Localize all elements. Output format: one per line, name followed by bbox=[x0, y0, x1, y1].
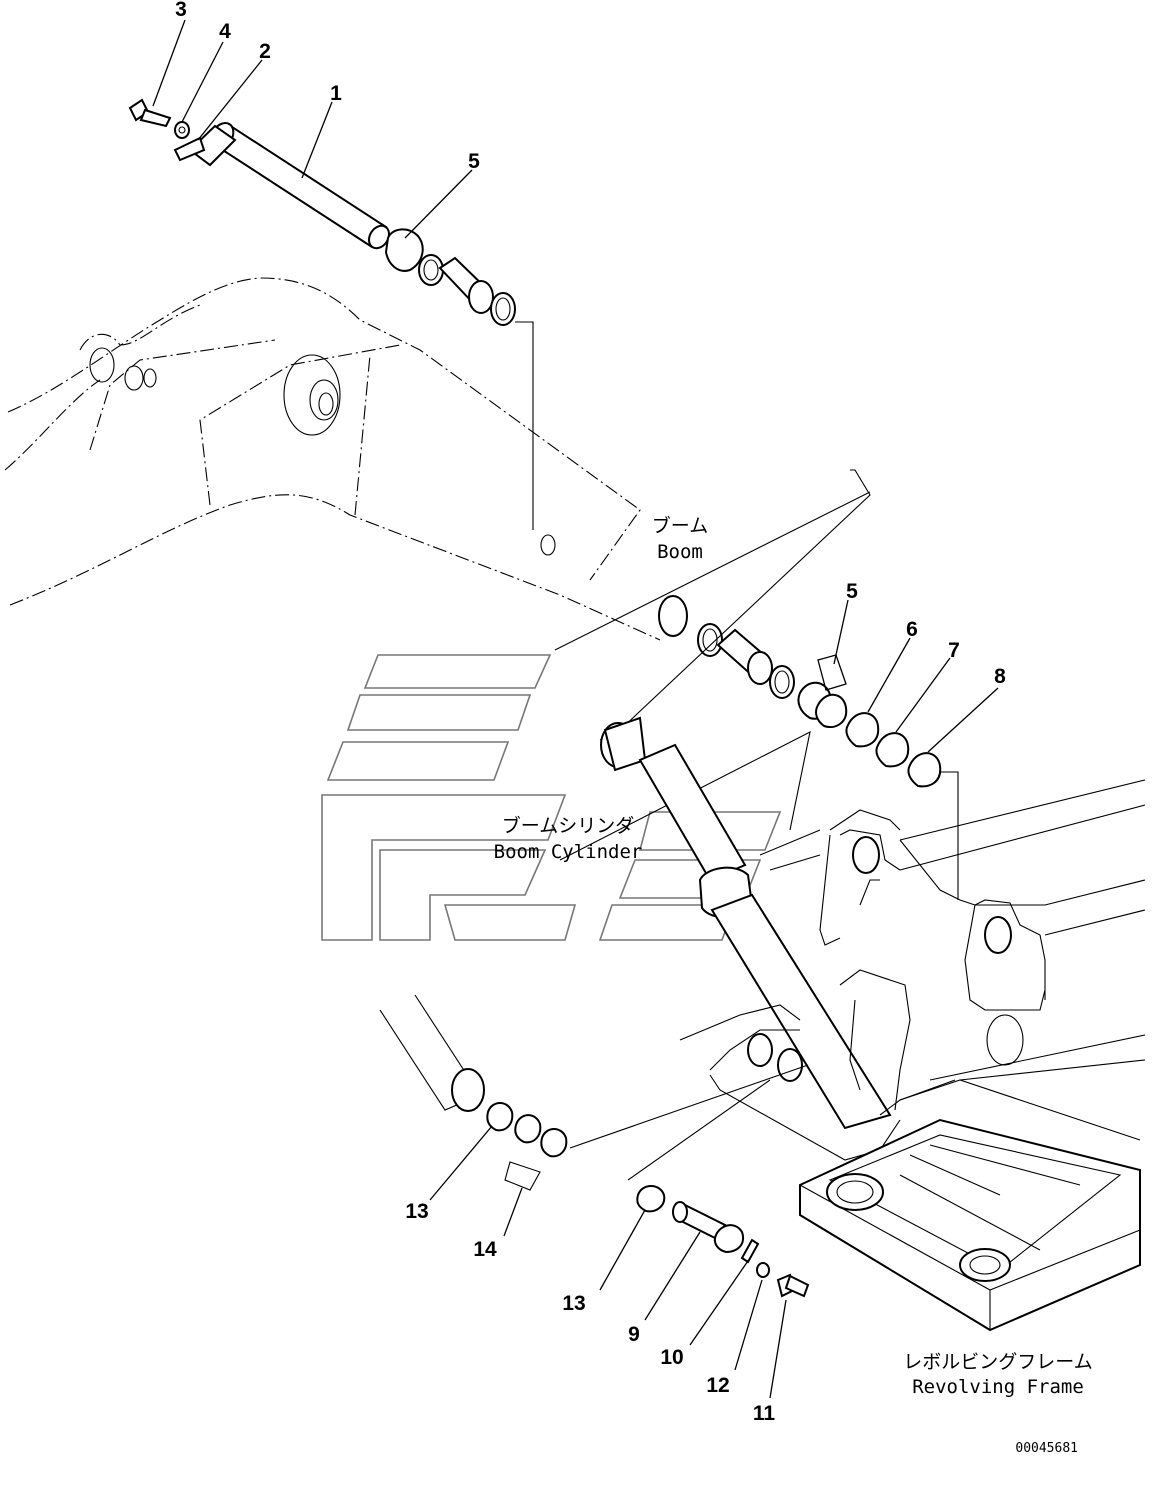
boom-label-en: Boom bbox=[657, 541, 703, 563]
callout-7: 7 bbox=[948, 639, 960, 662]
boom-outline bbox=[4, 277, 661, 641]
revolving-frame-label-jp: レボルビングフレーム bbox=[903, 1351, 1092, 1373]
document-id: 00045681 bbox=[1015, 1441, 1078, 1456]
boom-cylinder bbox=[379, 469, 892, 1130]
callout-11: 11 bbox=[753, 1402, 776, 1425]
upper-bushing-set bbox=[384, 228, 556, 556]
callout-13: 13 bbox=[405, 1200, 428, 1223]
boom-cylinder-label-jp: ブームシリンダ bbox=[502, 814, 634, 837]
callout-9: 9 bbox=[628, 1323, 640, 1346]
callout-14: 14 bbox=[473, 1238, 497, 1261]
callout-4: 4 bbox=[219, 20, 231, 43]
callout-12: 12 bbox=[706, 1374, 729, 1397]
revolving-frame bbox=[679, 779, 1146, 1332]
watermark-logo bbox=[321, 654, 782, 941]
callout-5: 5 bbox=[846, 580, 858, 603]
lower-washers bbox=[486, 1064, 809, 1191]
callout-10: 10 bbox=[660, 1346, 683, 1369]
component-labels: ブーム Boom ブームシリンダ Boom Cylinder レボルビングフレー… bbox=[494, 514, 1093, 1456]
boom-cylinder-label-en: Boom Cylinder bbox=[494, 841, 643, 863]
callout-6: 6 bbox=[906, 618, 918, 641]
callout-13: 13 bbox=[562, 1292, 585, 1315]
callout-numbers: 3 4 2 1 5 5 6 7 8 13 14 13 9 10 12 11 bbox=[175, 0, 1006, 1425]
revolving-frame-label-en: Revolving Frame bbox=[912, 1376, 1084, 1398]
callout-5: 5 bbox=[468, 150, 480, 173]
leader-lines bbox=[152, 19, 999, 1399]
boom-foot-pin bbox=[128, 98, 390, 250]
boom-label-jp: ブーム bbox=[652, 514, 708, 537]
callout-8: 8 bbox=[994, 665, 1006, 688]
callout-2: 2 bbox=[259, 40, 271, 63]
callout-1: 1 bbox=[330, 82, 342, 105]
cylinder-foot-pin bbox=[627, 1079, 810, 1298]
middle-bushing-set bbox=[658, 595, 959, 900]
callout-3: 3 bbox=[175, 0, 187, 21]
